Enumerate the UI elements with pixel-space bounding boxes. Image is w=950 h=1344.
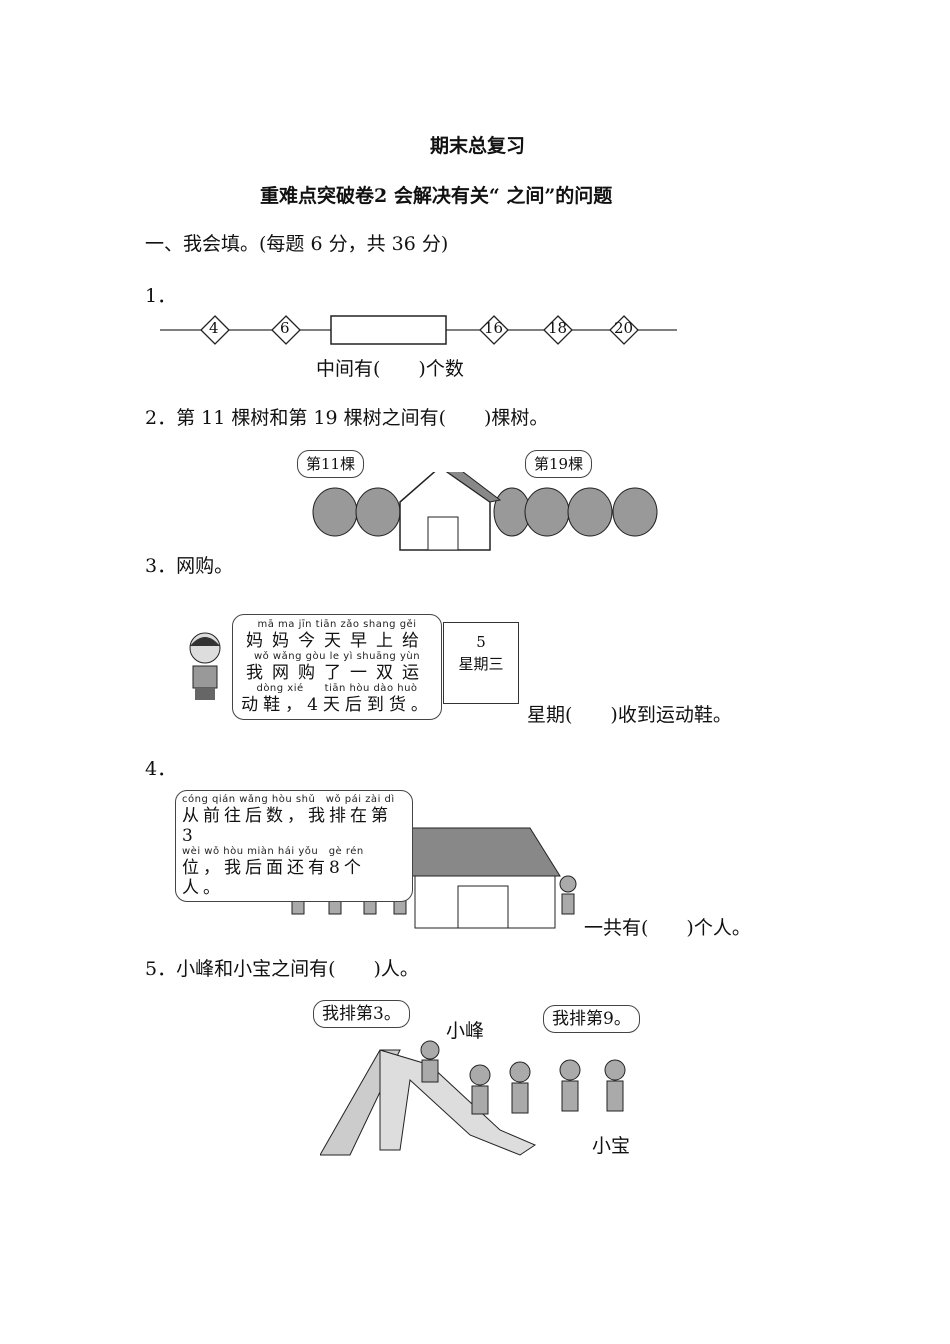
boy-icon (189, 632, 221, 700)
pinyin-line: cóng qián wǎng hòu shǔ wǒ pái zài dì (182, 794, 395, 805)
q4-number: 4． (145, 758, 177, 780)
text-line: 位，我后面还有8个人。 (182, 858, 365, 898)
q1-number: 1． (145, 285, 177, 307)
text-line: 我网购了一双运 (246, 663, 428, 683)
calendar: 5 星期三 (443, 622, 519, 704)
q2-text: 2．第 11 棵树和第 19 棵树之间有( )棵树。 (145, 407, 549, 429)
calendar-weekday: 星期三 (458, 655, 504, 673)
speech-bubble-q3: mā ma jīn tiān zǎo shang gěi 妈妈今天早上给 wǒ … (232, 614, 442, 720)
slide-children-illustration (320, 1040, 626, 1156)
pinyin-line: wèi wǒ hòu miàn hái yǒu gè rén (182, 846, 364, 857)
section-heading: 一、我会填。(每题 6 分，共 36 分) (145, 233, 449, 255)
bubble-tree-19: 第19棵 (525, 450, 593, 478)
speech-bubble-q4: cóng qián wǎng hòu shǔ wǒ pái zài dì 从前往… (175, 790, 413, 902)
q3-text: 3．网购。 (145, 555, 234, 577)
calendar-day: 5 (476, 633, 486, 651)
node: 4 (209, 319, 219, 337)
bubble-tree-11: 第11棵 (297, 450, 365, 478)
trees-house-illustration (312, 472, 658, 551)
pinyin-line: wǒ wǎng gòu le yì shuāng yùn (253, 651, 421, 662)
name-xiaobao: 小宝 (592, 1135, 631, 1157)
bubble-xiaobao: 我排第9。 (543, 1005, 640, 1033)
house-children-illustration (289, 827, 577, 929)
number-line (160, 315, 677, 345)
q1-answer: 中间有( )个数 (316, 358, 464, 380)
node: 18 (548, 319, 568, 337)
pinyin-line: dòng xié tiān hòu dào huò (256, 683, 418, 694)
text-line: 动鞋，4天后到货。 (241, 695, 433, 715)
node: 20 (614, 319, 634, 337)
bubble-xiaofeng: 我排第3。 (313, 1000, 410, 1028)
title: 期末总复习 (430, 135, 526, 157)
q3-answer: 星期( )收到运动鞋。 (527, 704, 732, 726)
blank-box (330, 315, 447, 345)
q5-text: 5．小峰和小宝之间有( )人。 (145, 958, 419, 980)
node: 6 (280, 319, 290, 337)
q4-answer: 一共有( )个人。 (584, 917, 751, 939)
name-xiaofeng: 小峰 (446, 1020, 485, 1042)
node: 16 (484, 319, 504, 337)
subtitle: 重难点突破卷2 会解决有关“ 之间”的问题 (260, 185, 613, 207)
text-line: 妈妈今天早上给 (246, 631, 428, 651)
text-line: 从前往后数，我排在第3 (182, 806, 392, 846)
pinyin-line: mā ma jīn tiān zǎo shang gěi (257, 619, 417, 630)
